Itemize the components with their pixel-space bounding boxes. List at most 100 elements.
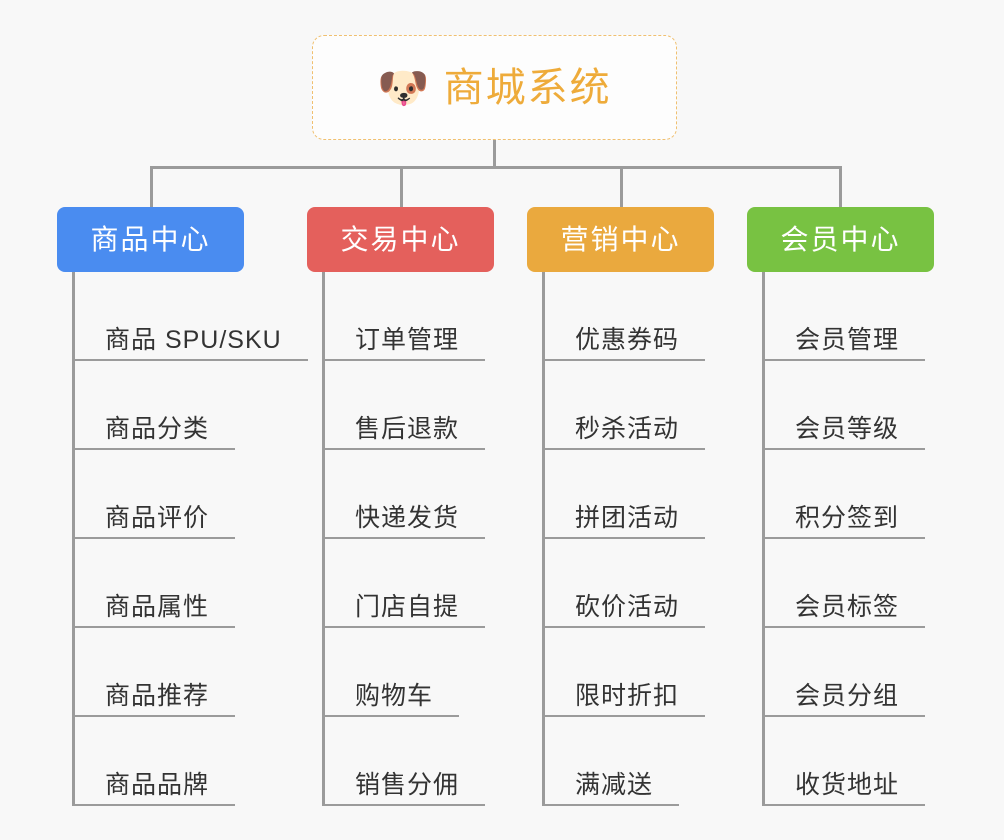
branch-column-member-center: 会员中心会员管理会员等级积分签到会员标签会员分组收货地址 [747, 207, 934, 806]
leaf-label: 积分签到 [795, 504, 900, 533]
connector-horizontal-bus [150, 166, 839, 169]
list-item[interactable]: 商品属性 [72, 539, 308, 628]
connector-drop-trade-center [400, 166, 403, 207]
leaf-underline [542, 448, 705, 450]
branch-body-trade-center: 订单管理售后退款快递发货门店自提购物车销售分佣 [322, 272, 494, 806]
leaf-label: 优惠券码 [575, 326, 680, 355]
connector-spine-trade-center [322, 272, 325, 806]
list-item[interactable]: 拼团活动 [542, 450, 714, 539]
leaf-label: 商品分类 [105, 415, 210, 444]
leaf-label: 满减送 [575, 771, 654, 800]
leaf-underline [322, 804, 485, 806]
leaf-underline [542, 537, 705, 539]
root-node-shop-system[interactable]: 🐶 商城系统 [312, 35, 677, 140]
connector-drop-member-center [839, 166, 842, 207]
branch-header-member-center[interactable]: 会员中心 [747, 207, 934, 272]
list-item[interactable]: 销售分佣 [322, 717, 494, 806]
list-item[interactable]: 购物车 [322, 628, 494, 717]
leaf-label: 门店自提 [355, 593, 460, 622]
branch-column-product-center: 商品中心商品 SPU/SKU 商品分类商品评价商品属性商品推荐商品品牌 [57, 207, 308, 806]
leaf-underline [762, 804, 925, 806]
branch-body-member-center: 会员管理会员等级积分签到会员标签会员分组收货地址 [762, 272, 934, 806]
leaf-underline [762, 359, 925, 361]
leaf-underline [72, 715, 235, 717]
list-item[interactable]: 快递发货 [322, 450, 494, 539]
leaf-underline [72, 448, 235, 450]
leaf-label: 会员标签 [795, 593, 900, 622]
leaf-label: 秒杀活动 [575, 415, 680, 444]
connector-drop-product-center [150, 166, 153, 207]
list-item[interactable]: 商品品牌 [72, 717, 308, 806]
leaf-label: 购物车 [355, 682, 434, 711]
list-item[interactable]: 会员标签 [762, 539, 934, 628]
connector-spine-product-center [72, 272, 75, 806]
list-item[interactable]: 收货地址 [762, 717, 934, 806]
list-item[interactable]: 积分签到 [762, 450, 934, 539]
list-item[interactable]: 优惠券码 [542, 272, 714, 361]
list-item[interactable]: 秒杀活动 [542, 361, 714, 450]
leaf-label: 商品评价 [105, 504, 210, 533]
connector-drop-marketing-center [620, 166, 623, 207]
branch-header-trade-center[interactable]: 交易中心 [307, 207, 494, 272]
leaf-underline [762, 537, 925, 539]
leaf-underline [322, 359, 485, 361]
list-item[interactable]: 满减送 [542, 717, 714, 806]
leaf-underline [762, 626, 925, 628]
leaf-label: 销售分佣 [355, 771, 460, 800]
leaf-list-product-center: 商品 SPU/SKU 商品分类商品评价商品属性商品推荐商品品牌 [72, 272, 308, 806]
branch-header-marketing-center[interactable]: 营销中心 [527, 207, 714, 272]
leaf-underline [322, 626, 485, 628]
list-item[interactable]: 商品分类 [72, 361, 308, 450]
leaf-label: 订单管理 [355, 326, 460, 355]
leaf-label: 拼团活动 [575, 504, 680, 533]
leaf-label: 会员管理 [795, 326, 900, 355]
list-item[interactable]: 会员等级 [762, 361, 934, 450]
list-item[interactable]: 砍价活动 [542, 539, 714, 628]
connector-spine-member-center [762, 272, 765, 806]
root-node-title: 商城系统 [443, 65, 612, 110]
branch-header-product-center[interactable]: 商品中心 [57, 207, 244, 272]
list-item[interactable]: 会员分组 [762, 628, 934, 717]
leaf-underline [542, 359, 705, 361]
leaf-underline [72, 359, 308, 361]
leaf-label: 会员分组 [795, 682, 900, 711]
leaf-label: 商品品牌 [105, 771, 210, 800]
branch-column-trade-center: 交易中心订单管理售后退款快递发货门店自提购物车销售分佣 [307, 207, 494, 806]
leaf-list-marketing-center: 优惠券码秒杀活动拼团活动砍价活动限时折扣满减送 [542, 272, 714, 806]
leaf-label: 砍价活动 [575, 593, 680, 622]
leaf-list-trade-center: 订单管理售后退款快递发货门店自提购物车销售分佣 [322, 272, 494, 806]
leaf-label: 会员等级 [795, 415, 900, 444]
leaf-list-member-center: 会员管理会员等级积分签到会员标签会员分组收货地址 [762, 272, 934, 806]
list-item[interactable]: 门店自提 [322, 539, 494, 628]
leaf-label: 售后退款 [355, 415, 460, 444]
leaf-underline [72, 626, 235, 628]
list-item[interactable]: 限时折扣 [542, 628, 714, 717]
leaf-label: 限时折扣 [575, 682, 680, 711]
leaf-underline [72, 804, 235, 806]
leaf-underline [72, 537, 235, 539]
leaf-label: 收货地址 [795, 771, 900, 800]
shiba-dog-face-icon: 🐶 [377, 63, 430, 111]
leaf-underline [542, 804, 679, 806]
connector-spine-marketing-center [542, 272, 545, 806]
list-item[interactable]: 商品推荐 [72, 628, 308, 717]
list-item[interactable]: 订单管理 [322, 272, 494, 361]
connector-root-vertical [493, 140, 496, 168]
leaf-underline [762, 448, 925, 450]
leaf-label: 快递发货 [355, 504, 460, 533]
leaf-label: 商品 SPU/SKU [105, 326, 282, 355]
leaf-underline [322, 448, 485, 450]
leaf-underline [542, 626, 705, 628]
leaf-underline [762, 715, 925, 717]
list-item[interactable]: 商品 SPU/SKU [72, 272, 308, 361]
list-item[interactable]: 商品评价 [72, 450, 308, 539]
branch-column-marketing-center: 营销中心优惠券码秒杀活动拼团活动砍价活动限时折扣满减送 [527, 207, 714, 806]
leaf-label: 商品属性 [105, 593, 210, 622]
leaf-underline [322, 715, 459, 717]
leaf-underline [542, 715, 705, 717]
leaf-label: 商品推荐 [105, 682, 210, 711]
list-item[interactable]: 会员管理 [762, 272, 934, 361]
leaf-underline [322, 537, 485, 539]
list-item[interactable]: 售后退款 [322, 361, 494, 450]
